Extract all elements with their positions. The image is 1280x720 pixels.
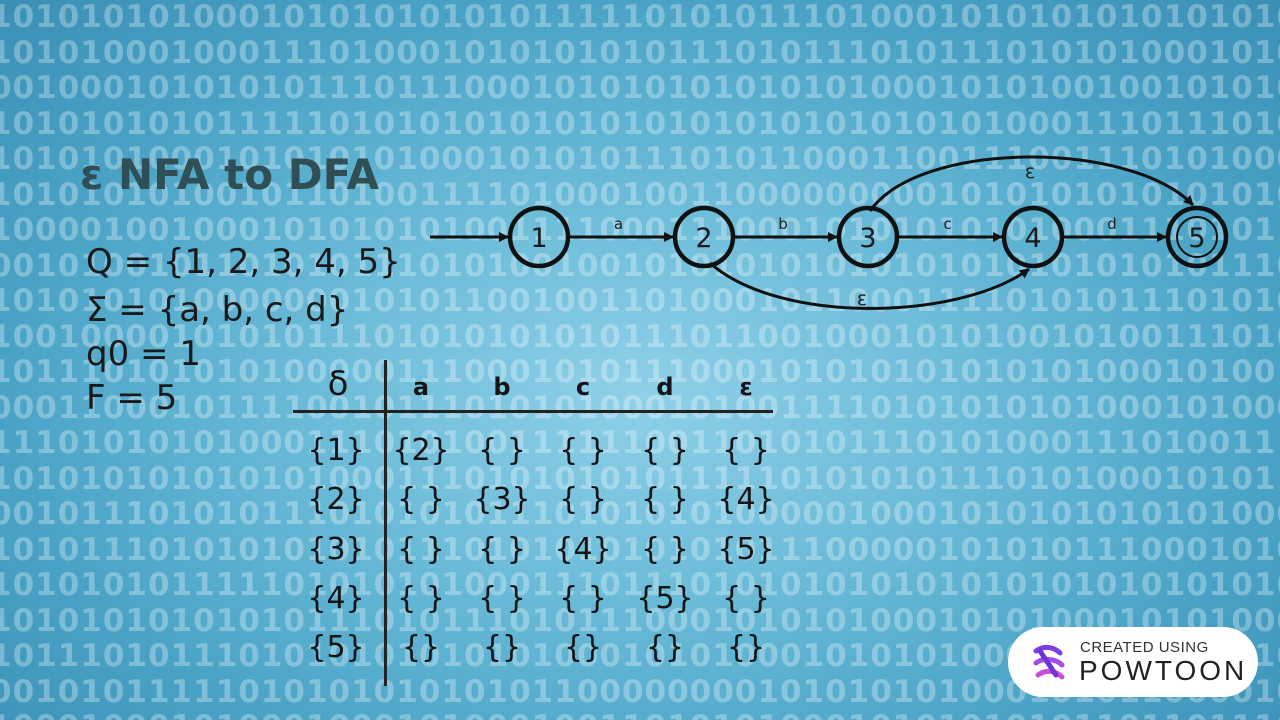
slide-title: ε NFA to DFA	[80, 150, 379, 199]
transition-label: d	[1107, 215, 1117, 233]
transition-label: b	[778, 215, 788, 233]
table-cell: {2}	[392, 433, 450, 468]
table-cell: { }	[722, 433, 770, 468]
state-circle	[1001, 205, 1065, 269]
table-corner-symbol: δ	[327, 364, 349, 404]
states-definition: Q = {1, 2, 3, 4, 5}	[86, 242, 401, 282]
state-label: 4	[1024, 223, 1041, 254]
table-cell: { }	[397, 581, 445, 616]
transition-label: c	[943, 215, 951, 233]
table-cell: { }	[397, 482, 445, 517]
badge-caption: CREATED USING	[1080, 639, 1209, 656]
table-cell: { }	[559, 482, 607, 517]
table-column-header: ε	[739, 373, 753, 401]
powtoon-logo-icon	[1033, 644, 1065, 680]
transition-arrow	[709, 261, 1030, 310]
table-cell: {}	[401, 630, 441, 665]
table-cell: {}	[645, 630, 685, 665]
accepting-state-ring	[1176, 216, 1218, 258]
table-row-state: {3}	[307, 532, 365, 567]
transition-label: ε	[1025, 161, 1035, 183]
table-horizontal-rule	[293, 410, 773, 413]
transition-table: δ a b c d ε {1} {2} { } { } { } { } {2} { } {3} { } { } {…	[290, 360, 780, 690]
state-circle	[507, 205, 571, 269]
table-cell: {4}	[717, 482, 775, 517]
table-cell: {}	[726, 630, 766, 665]
table-cell: { }	[478, 532, 526, 567]
table-cell: {4}	[554, 532, 612, 567]
table-cell: { }	[478, 433, 526, 468]
table-cell: {}	[482, 630, 522, 665]
alphabet-definition: Σ = {a, b, c, d}	[86, 290, 349, 330]
table-row-state: {5}	[307, 630, 365, 665]
table-row-state: {2}	[307, 482, 365, 517]
powtoon-badge: CREATED USING POWTOON	[1008, 627, 1258, 697]
badge-brand: POWTOON	[1079, 655, 1248, 686]
state-label: 3	[859, 223, 876, 254]
final-state-definition: F = 5	[86, 378, 178, 418]
table-column-header: d	[656, 373, 674, 401]
table-cell: { }	[397, 532, 445, 567]
table-cell: {5}	[717, 532, 775, 567]
state-label: 2	[695, 223, 712, 254]
table-cell: {}	[563, 630, 603, 665]
table-cell: { }	[722, 581, 770, 616]
table-cell: { }	[559, 581, 607, 616]
state-circle	[836, 205, 900, 269]
state-circle	[672, 205, 736, 269]
state-label: 5	[1188, 223, 1205, 254]
table-column-header: b	[493, 373, 511, 401]
transition-label: ε	[857, 288, 867, 310]
transition-label: a	[614, 215, 623, 233]
table-row-state: {1}	[307, 433, 365, 468]
table-column-header: a	[412, 373, 430, 401]
table-cell: { }	[478, 581, 526, 616]
start-state-definition: q0 = 1	[86, 334, 201, 374]
table-cell: {5}	[636, 581, 694, 616]
table-cell: { }	[641, 433, 689, 468]
table-cell: { }	[641, 532, 689, 567]
table-cell: { }	[559, 433, 607, 468]
state-label: 1	[530, 223, 547, 254]
state-circle	[1165, 205, 1229, 269]
table-cell: { }	[641, 482, 689, 517]
table-row-state: {4}	[307, 581, 365, 616]
transition-arrow	[868, 155, 1195, 212]
table-column-header: c	[575, 373, 591, 401]
table-cell: {3}	[473, 482, 531, 517]
table-vertical-rule	[384, 360, 387, 686]
